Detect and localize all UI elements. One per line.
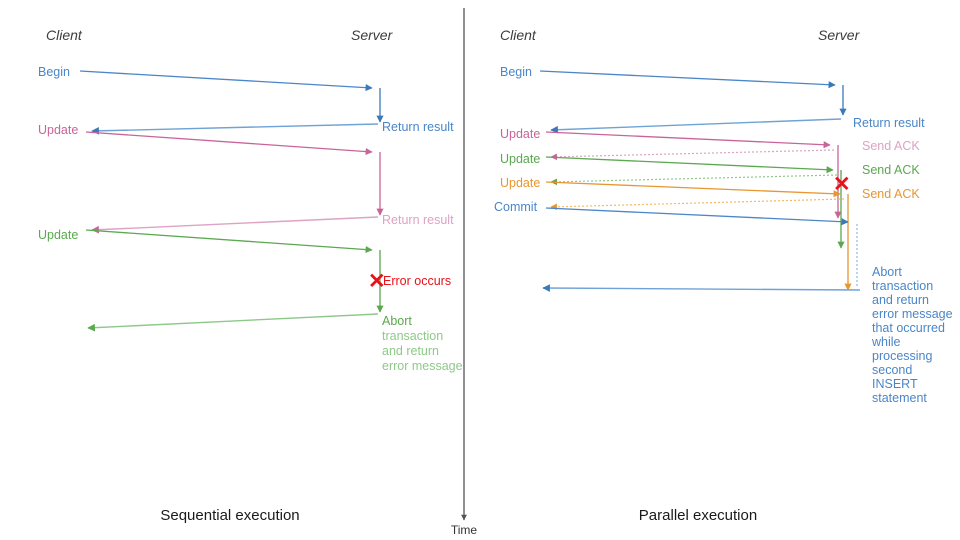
update-request-1-arrow-parallel [545,131,831,149]
send-ack-2-arrow [550,174,838,186]
abort-note-parallel-line-7: processing [872,349,932,363]
abort-note-parallel-line-9: INSERT [872,377,918,391]
abort-note-parallel-line-4: error message [872,307,953,321]
send-ack-3-label: Send ACK [862,187,920,201]
abort-note-parallel-line-6: while [871,335,901,349]
update-request-3-label-parallel: Update [500,176,540,190]
abort-note-line-1: Abort [382,314,412,328]
error-x-icon: ✕ [368,270,386,293]
return-result-label-parallel: Return result [853,116,925,130]
abort-note-line-3: and return [382,344,439,358]
begin-request-arrow-parallel [539,70,836,89]
seq-flow-update-1: Update Return result [38,123,454,234]
send-ack-1-arrow [550,149,835,161]
abort-return-arrow [87,313,379,332]
begin-request-label: Begin [38,65,70,79]
server-actor-label: Server [351,27,394,43]
error-occurs-label: Error occurs [383,274,451,288]
update-request-2-label: Update [38,228,78,242]
abort-note-parallel-line-8: second [872,363,912,377]
par-abort-note: Abort transaction and return error messa… [871,265,953,405]
seq-flow-begin: Begin Return result [38,65,454,135]
return-result-1-arrow [91,123,379,135]
par-error-marker: ✕ [833,173,851,196]
abort-note-parallel-line-2: transaction [872,279,933,293]
return-result-1-label: Return result [382,120,454,134]
return-result-2-label: Return result [382,213,454,227]
update-request-2-arrow-parallel [545,156,834,174]
abort-note-line-2: transaction [382,329,443,343]
par-flow-begin: Begin Return result [500,65,925,134]
par-flow-update-2: Update Send ACK [500,152,920,249]
send-ack-1-label: Send ACK [862,139,920,153]
update-request-3-arrow-parallel [545,181,841,198]
abort-note-parallel-line-1: Abort [872,265,902,279]
abort-note-parallel-line-5: that occurred [872,321,945,335]
abort-note-line-4: error message [382,359,463,373]
client-actor-label: Client [46,27,83,43]
abort-note-parallel-line-3: and return [872,293,929,307]
par-flow-update-1: Update Send ACK [500,127,920,219]
seq-abort-note: Abort transaction and return error messa… [382,314,463,373]
begin-request-arrow [79,70,373,92]
abort-note-parallel-line-10: statement [872,391,927,405]
update-request-1-arrow [85,131,373,156]
update-request-2-label-parallel: Update [500,152,540,166]
commit-request-arrow [545,207,849,226]
client-actor-label-parallel: Client [500,27,537,43]
time-axis: Time [451,8,478,537]
send-ack-3-arrow [550,198,845,211]
time-axis-label: Time [451,523,478,537]
seq-error-marker: ✕ Error occurs [368,270,451,293]
send-ack-2-label: Send ACK [862,163,920,177]
update-request-2-arrow [85,229,373,254]
server-actor-label-parallel: Server [818,27,861,43]
sequential-caption: Sequential execution [160,507,299,524]
abort-return-arrow-parallel [542,284,861,292]
update-request-1-label-parallel: Update [500,127,540,141]
panel-sequential: Client Server Begin Return result Update… [38,27,463,524]
update-request-1-label: Update [38,123,78,137]
seq-flow-update-2: Update [38,228,384,332]
return-result-arrow-parallel [550,118,842,134]
par-flow-update-3: Update Send ACK [500,176,920,291]
parallel-caption: Parallel execution [639,507,757,524]
error-x-icon-parallel: ✕ [833,173,851,196]
panel-parallel: Client Server Begin Return result Update… [494,27,953,524]
commit-request-label: Commit [494,200,538,214]
par-flow-commit: Commit [494,200,861,292]
return-result-2-arrow [91,216,379,234]
begin-request-label-parallel: Begin [500,65,532,79]
